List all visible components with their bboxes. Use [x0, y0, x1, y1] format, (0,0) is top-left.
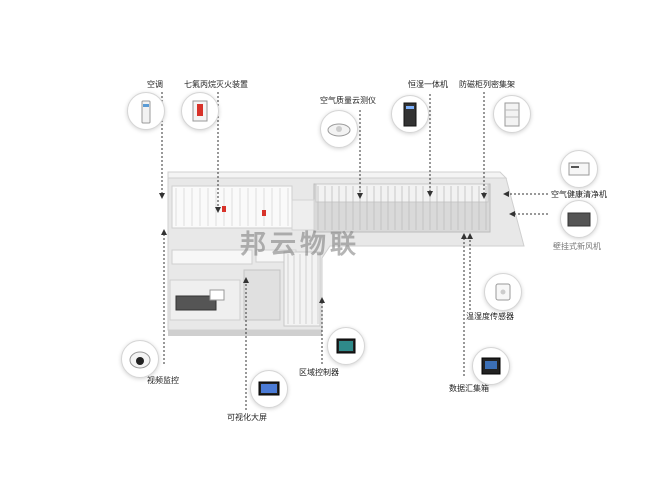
label-zone-controller: 区域控制器 [299, 368, 339, 377]
label-air-quality-meter: 空气质量云测仪 [320, 96, 376, 105]
visual-screen-icon [250, 370, 288, 408]
air-conditioner-icon [127, 92, 165, 130]
label-visual-screen: 可视化大屏 [227, 413, 267, 422]
zone-controller-icon [327, 327, 365, 365]
fire-suppression-icon [181, 92, 219, 130]
leader-lines [159, 92, 548, 410]
fire-unit-marker [222, 206, 226, 212]
aisle [291, 199, 315, 231]
magnetic-rack-icon [493, 95, 531, 133]
left-shelf-block [171, 185, 293, 229]
label-data-box: 数据汇集箱 [449, 384, 489, 393]
label-air-purifier: 空气健康清净机 [551, 190, 607, 199]
label-fire-suppression: 七氟丙烷灭火装置 [184, 80, 248, 89]
air-quality-meter-icon [320, 110, 358, 148]
constant-humidity-icon [391, 95, 429, 133]
video-camera-icon [121, 340, 159, 378]
label-magnetic-rack: 防磁柜列密集架 [459, 80, 515, 89]
data-box-icon [472, 347, 510, 385]
label-air-conditioner: 空调 [147, 80, 163, 89]
temp-humidity-sensor-icon [484, 273, 522, 311]
lower-rooms [169, 249, 321, 327]
right-shelf-block [313, 183, 491, 233]
air-purifier-icon [560, 150, 598, 188]
label-temp-humidity-sensor: 温湿度传感器 [466, 312, 514, 321]
label-video-monitor: 视频监控 [147, 376, 179, 385]
fire-unit-marker [262, 210, 266, 216]
label-constant-humidity: 恒湿一体机 [408, 80, 448, 89]
watermark: 邦云物联 [240, 230, 361, 260]
label-wall-ventilator: 壁挂式新风机 [553, 242, 601, 251]
wall-ventilator-icon [560, 200, 598, 238]
